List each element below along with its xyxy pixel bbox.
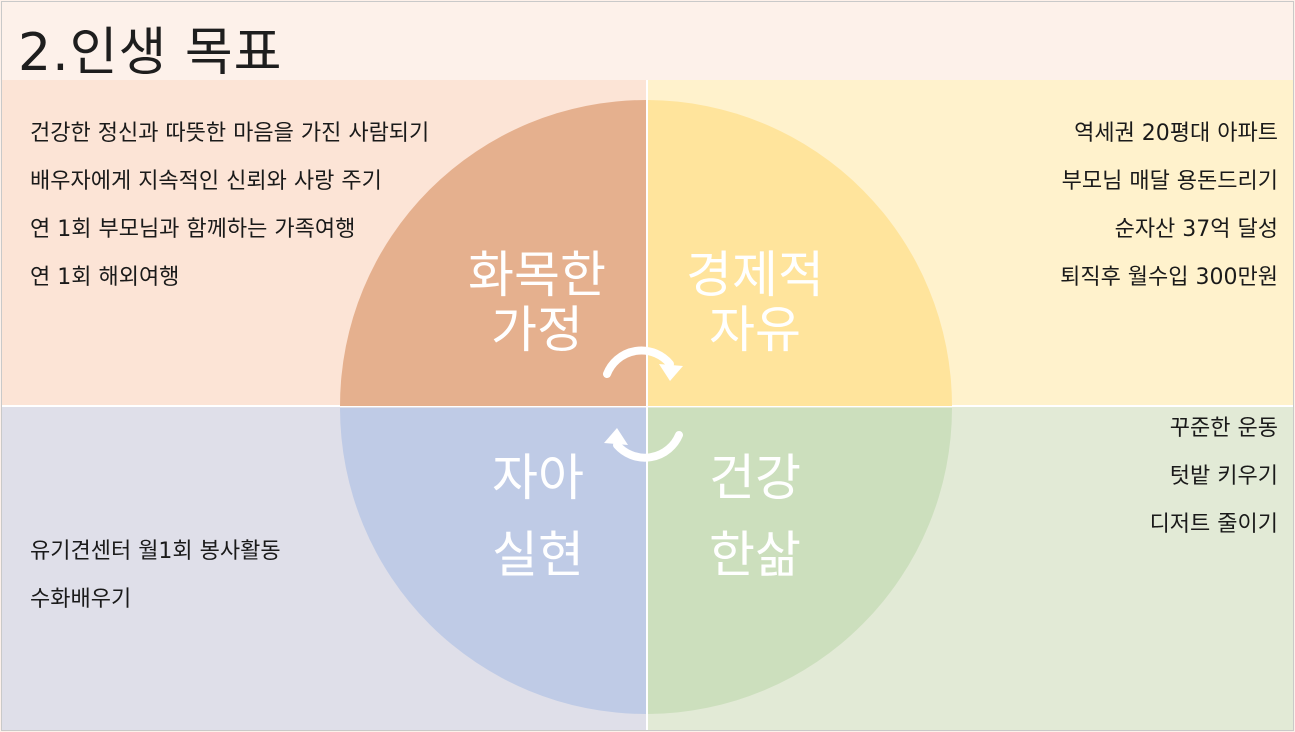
list-item: 디저트 줄이기 (1149, 512, 1278, 537)
finance-label-line2: 자유 (709, 301, 801, 359)
finance-label-line1: 경제적 (686, 246, 824, 304)
page-title: 2.인생 목표 (18, 23, 283, 83)
list-item: 연 1회 해외여행 (30, 265, 180, 290)
health-goals-list: 꾸준한 운동 텃밭 키우기 디저트 줄이기 (1150, 405, 1278, 549)
family-label-line1: 화목한 (468, 246, 606, 304)
finance-segment (648, 100, 953, 406)
list-item: 퇴직후 월수입 300만원 (1060, 265, 1278, 290)
family-goals-list: 건강한 정신과 따뜻한 마음을 가진 사람되기 배우자에게 지속적인 신뢰와 사… (30, 110, 429, 302)
list-item: 꾸준한 운동 (1169, 416, 1278, 441)
health-label-line1: 건강 (709, 449, 801, 507)
self-label-line2: 실현 (492, 526, 584, 584)
health-segment (648, 408, 952, 714)
horizontal-divider (2, 405, 1293, 407)
self-label-line1: 자아 (492, 449, 584, 507)
list-item: 부모님 매달 용돈드리기 (1061, 169, 1278, 194)
self-segment (340, 408, 646, 714)
list-item: 배우자에게 지속적인 신뢰와 사랑 주기 (30, 169, 382, 194)
list-item: 순자산 37억 달성 (1114, 217, 1278, 242)
list-item: 역세권 20평대 아파트 (1074, 121, 1278, 146)
list-item: 수화배우기 (30, 587, 132, 612)
list-item: 유기견센터 월1회 봉사활동 (30, 539, 281, 564)
list-item: 연 1회 부모님과 함께하는 가족여행 (30, 217, 356, 242)
finance-goals-list: 역세권 20평대 아파트 부모님 매달 용돈드리기 순자산 37억 달성 퇴직후… (1060, 110, 1278, 302)
family-segment (340, 100, 646, 406)
health-label-line2: 한삶 (709, 526, 801, 584)
list-item: 건강한 정신과 따뜻한 마음을 가진 사람되기 (30, 121, 430, 146)
self-goals-list: 유기견센터 월1회 봉사활동 수화배우기 (30, 528, 281, 624)
circular-arrows-icon (603, 346, 683, 462)
family-label-line2: 가정 (491, 301, 583, 359)
list-item: 텃밭 키우기 (1169, 464, 1278, 489)
